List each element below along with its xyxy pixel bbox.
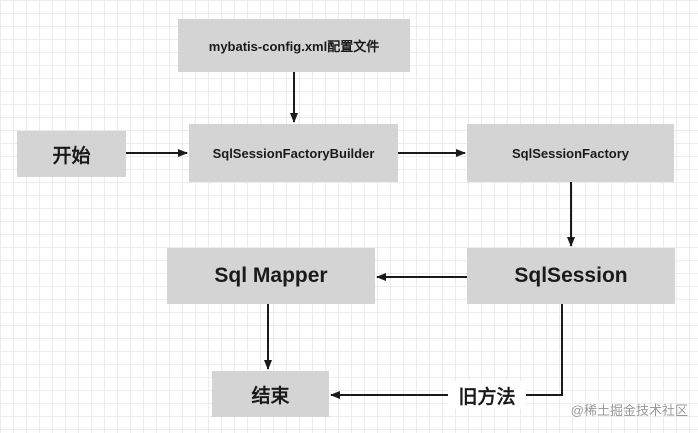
node-start: 开始 <box>17 131 126 177</box>
node-end: 结束 <box>212 371 329 417</box>
watermark: @稀土掘金技术社区 <box>570 403 688 418</box>
node-session-factory: SqlSessionFactory <box>467 124 674 182</box>
node-sql-mapper: Sql Mapper <box>167 248 375 304</box>
edge-session-to-end <box>330 304 563 399</box>
node-session-factory-builder: SqlSessionFactoryBuilder <box>189 124 398 182</box>
edge-label-old-method: 旧方法 <box>448 381 526 409</box>
node-config-file: mybatis-config.xml配置文件 <box>178 19 410 72</box>
node-sql-session: SqlSession <box>467 248 675 304</box>
